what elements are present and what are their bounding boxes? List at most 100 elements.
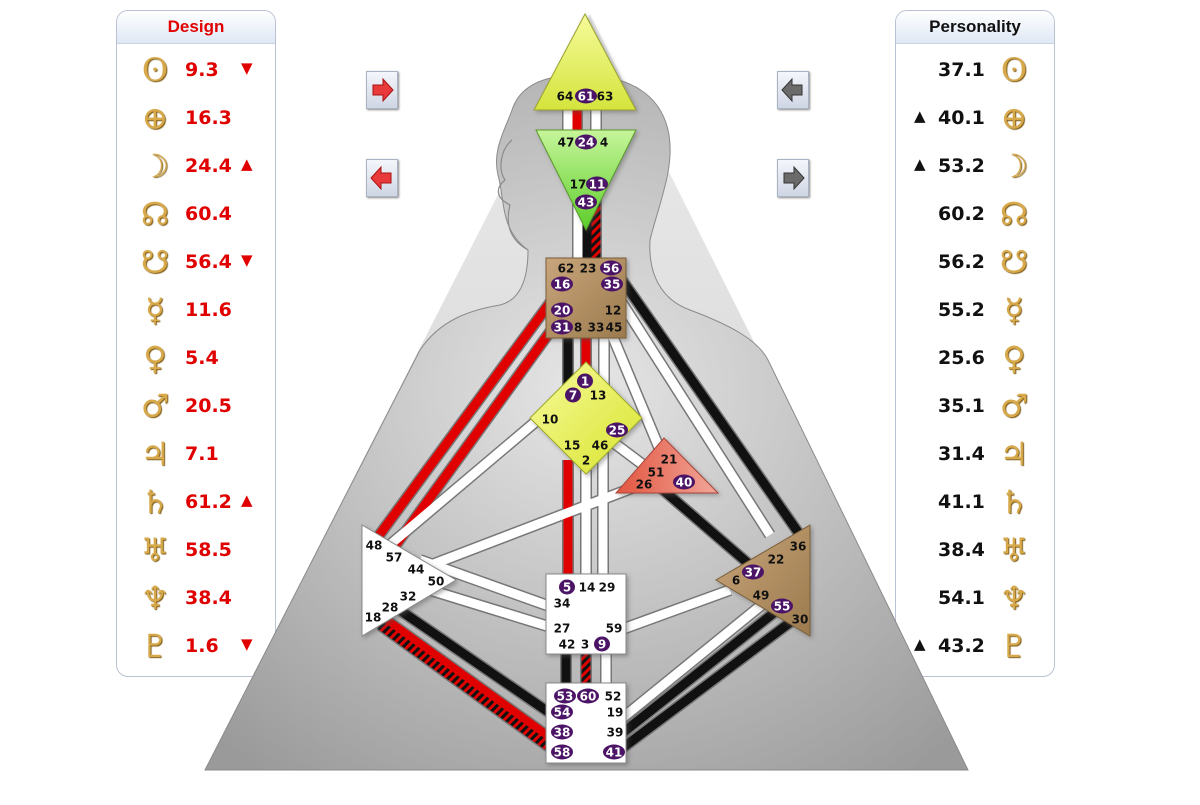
channel-line <box>369 414 543 564</box>
active-gate-badge <box>551 724 573 740</box>
gate-number: 41 <box>606 746 623 760</box>
gate-number: 47 <box>558 136 575 150</box>
active-gate-badge <box>603 744 625 760</box>
active-gate-badge <box>577 688 599 704</box>
active-gate-badge <box>575 194 597 210</box>
active-gate-badge <box>551 302 573 318</box>
gate-number: 10 <box>542 413 559 427</box>
planet-row-sun: ʘ 9.3 ▼ <box>117 47 275 95</box>
activation-value: 60.4 <box>185 203 232 225</box>
activation-value: 9.3 <box>185 59 219 81</box>
activation-value: 61.2 <box>185 491 232 513</box>
gate-number: 31 <box>554 321 571 335</box>
activation-value: 35.1 <box>938 395 985 417</box>
detriment-arrow-icon: ▼ <box>241 59 253 77</box>
detriment-arrow-icon: ▼ <box>241 251 253 269</box>
pluto-icon: ♇ <box>999 627 1029 665</box>
active-gate-badge <box>594 636 610 652</box>
active-gate-badge <box>600 260 622 276</box>
gate-number: 19 <box>607 706 624 720</box>
gate-number: 1 <box>581 375 589 389</box>
gate-number: 26 <box>636 478 653 492</box>
planet-row-north-node: ☊ 60.2 <box>896 191 1054 239</box>
spleen-center <box>361 524 457 637</box>
activation-value: 56.2 <box>938 251 985 273</box>
channel-line <box>617 586 783 724</box>
earth-icon: ⊕ <box>141 99 169 137</box>
gate-number: 24 <box>578 136 595 150</box>
active-gate-badge <box>551 744 573 760</box>
gate-number: 51 <box>648 466 665 480</box>
gate-number: 12 <box>605 304 622 318</box>
uranus-icon: ♅ <box>140 531 170 569</box>
gate-number: 7 <box>569 389 577 403</box>
gate-number: 3 <box>581 638 589 652</box>
gate-number: 8 <box>574 321 582 335</box>
gate-number: 15 <box>564 439 581 453</box>
channel-line <box>618 277 804 538</box>
gate-number: 14 <box>579 581 596 595</box>
channel-line <box>382 596 563 724</box>
saturn-icon: ♄ <box>999 483 1029 521</box>
active-gate-badge <box>586 176 608 192</box>
gate-number: 38 <box>554 726 571 740</box>
planet-row-neptune: ♆38.4 <box>117 575 275 623</box>
planet-row-saturn: ♄41.1 <box>896 479 1054 527</box>
north-node-icon: ☊ <box>999 195 1029 233</box>
planet-row-neptune: ♆54.1 <box>896 575 1054 623</box>
activation-value: 53.2 <box>938 155 985 177</box>
activation-value: 20.5 <box>185 395 232 417</box>
detriment-arrow-icon: ▼ <box>241 635 253 653</box>
gate-number: 61 <box>578 90 595 104</box>
neptune-icon: ♆ <box>140 579 170 617</box>
active-gate-badge <box>673 474 695 490</box>
activation-value: 58.5 <box>185 539 232 561</box>
activation-value: 56.4 <box>185 251 232 273</box>
gate-number: 64 <box>557 90 574 104</box>
activation-value: 1.6 <box>185 635 219 657</box>
gate-number: 55 <box>774 600 791 614</box>
gate-number: 28 <box>382 601 399 615</box>
planet-row-earth: ⊕16.3 <box>117 95 275 143</box>
channel-line <box>428 585 562 635</box>
gate-number: 21 <box>661 453 678 467</box>
activation-value: 37.1 <box>938 59 985 81</box>
exalted-arrow-icon: ▲ <box>241 491 253 509</box>
gate-number: 6 <box>732 574 740 588</box>
gate-number: 48 <box>366 539 383 553</box>
planet-row-mars: ♂35.1 <box>896 383 1054 431</box>
gate-number: 35 <box>604 278 621 292</box>
channel-line <box>617 596 793 739</box>
gate-number: 39 <box>607 726 624 740</box>
gate-number: 4 <box>600 136 608 150</box>
planet-row-jupiter: ♃31.4 <box>896 431 1054 479</box>
head-center <box>533 12 637 111</box>
gate-number: 52 <box>605 690 622 704</box>
activation-value: 60.2 <box>938 203 985 225</box>
sun-icon: ʘ <box>141 51 169 89</box>
personality-back-button[interactable] <box>777 71 809 109</box>
gate-number: 40 <box>676 476 693 490</box>
activation-value: 43.2 <box>938 635 985 657</box>
gate-number: 16 <box>554 278 571 292</box>
activation-value: 24.4 <box>185 155 232 177</box>
planet-row-saturn: ♄61.2▲ <box>117 479 275 527</box>
channel-line <box>618 585 732 635</box>
planet-row-uranus: ♅38.4 <box>896 527 1054 575</box>
personality-forward-button[interactable] <box>777 159 809 197</box>
moon-icon: ☽ <box>140 147 170 185</box>
venus-icon: ♀ <box>1002 339 1026 377</box>
north-node-icon: ☊ <box>140 195 170 233</box>
active-gate-badge <box>742 564 764 580</box>
design-forward-button[interactable] <box>366 71 398 109</box>
active-gate-badge <box>565 387 581 403</box>
activation-value: 7.1 <box>185 443 219 465</box>
mercury-icon: ☿ <box>145 291 165 329</box>
active-gate-badge <box>551 276 573 292</box>
gate-number: 62 <box>558 262 575 276</box>
design-back-button[interactable] <box>366 159 398 197</box>
gate-number: 44 <box>408 563 425 577</box>
gate-number: 57 <box>386 551 403 565</box>
activation-value: 11.6 <box>185 299 232 321</box>
